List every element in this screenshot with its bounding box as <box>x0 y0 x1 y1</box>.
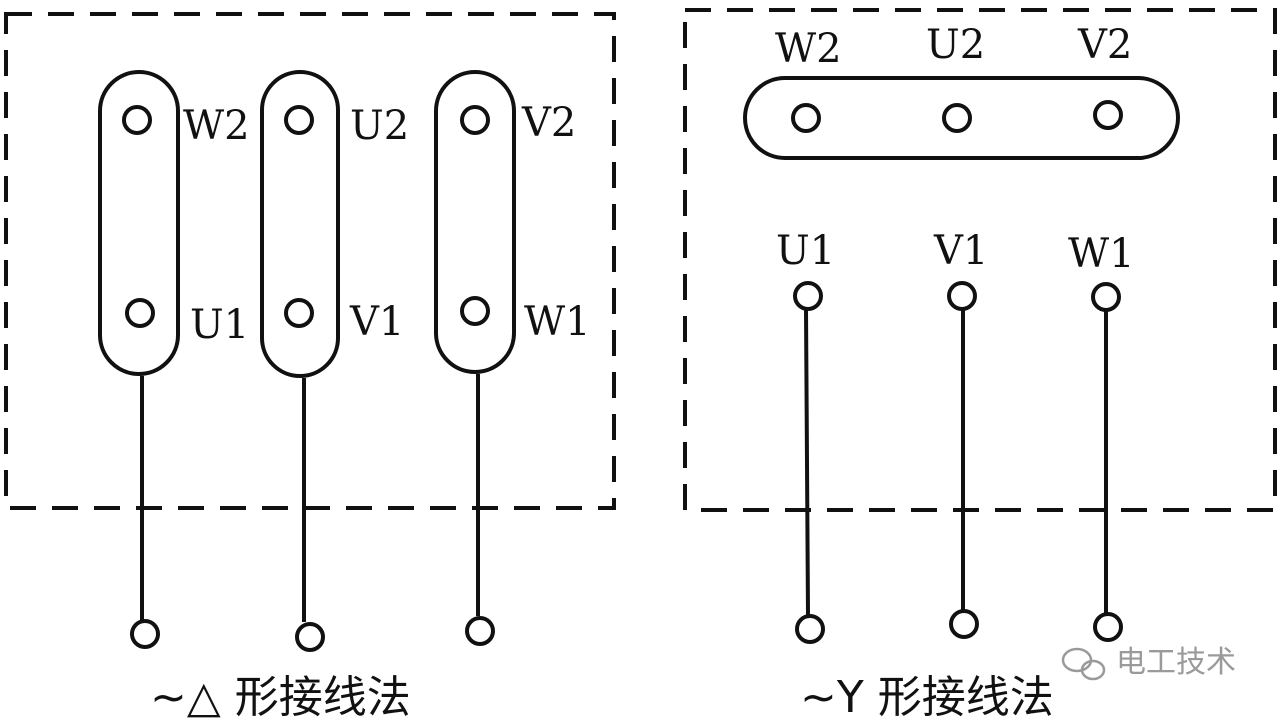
delta-terminal-u2 <box>284 105 314 135</box>
delta-supply-terminal-3 <box>465 616 495 646</box>
delta-caption: ~△ 形接线法 <box>150 672 411 720</box>
delta-terminal-box <box>4 12 616 510</box>
star-label-v2: V2 <box>1077 22 1132 68</box>
star-supply-terminal-3 <box>1093 612 1123 642</box>
star-terminal-box <box>683 8 1277 512</box>
delta-label-w2: W2 <box>183 103 250 149</box>
delta-label-v1: V1 <box>349 299 404 345</box>
delta-link-3 <box>434 70 516 374</box>
watermark-text: 电工技术 <box>1116 645 1236 680</box>
delta-supply-terminal-1 <box>130 619 160 649</box>
delta-terminal-u1 <box>125 298 155 328</box>
star-terminal-w1 <box>1091 282 1121 312</box>
star-supply-terminal-1 <box>795 614 825 644</box>
star-link-bar <box>743 76 1180 160</box>
star-terminal-v2 <box>1093 100 1123 130</box>
star-lead-1 <box>804 308 810 617</box>
delta-terminal-v1 <box>284 298 314 328</box>
delta-label-w1: W1 <box>524 299 591 345</box>
star-label-v1: V1 <box>933 228 988 274</box>
star-label-u1: U1 <box>776 228 835 274</box>
star-label-w2: W2 <box>775 26 842 72</box>
delta-terminal-w2 <box>122 105 152 135</box>
delta-link-2 <box>260 70 340 378</box>
star-terminal-w2 <box>791 103 821 133</box>
delta-terminal-v2 <box>460 105 490 135</box>
star-supply-terminal-2 <box>949 609 979 639</box>
star-terminal-v1 <box>947 281 977 311</box>
delta-label-v2: V2 <box>521 100 576 146</box>
star-label-w1: W1 <box>1068 231 1135 277</box>
delta-label-u1: U1 <box>190 302 249 348</box>
delta-link-1 <box>98 70 180 376</box>
delta-supply-terminal-2 <box>295 622 325 652</box>
delta-label-u2: U2 <box>350 103 409 149</box>
star-terminal-u1 <box>793 281 823 311</box>
star-label-u2: U2 <box>926 22 985 68</box>
delta-terminal-w1 <box>460 296 490 326</box>
star-terminal-u2 <box>942 103 972 133</box>
star-caption: ~Y 形接线法 <box>800 672 1054 720</box>
wechat-icon <box>1061 647 1106 681</box>
